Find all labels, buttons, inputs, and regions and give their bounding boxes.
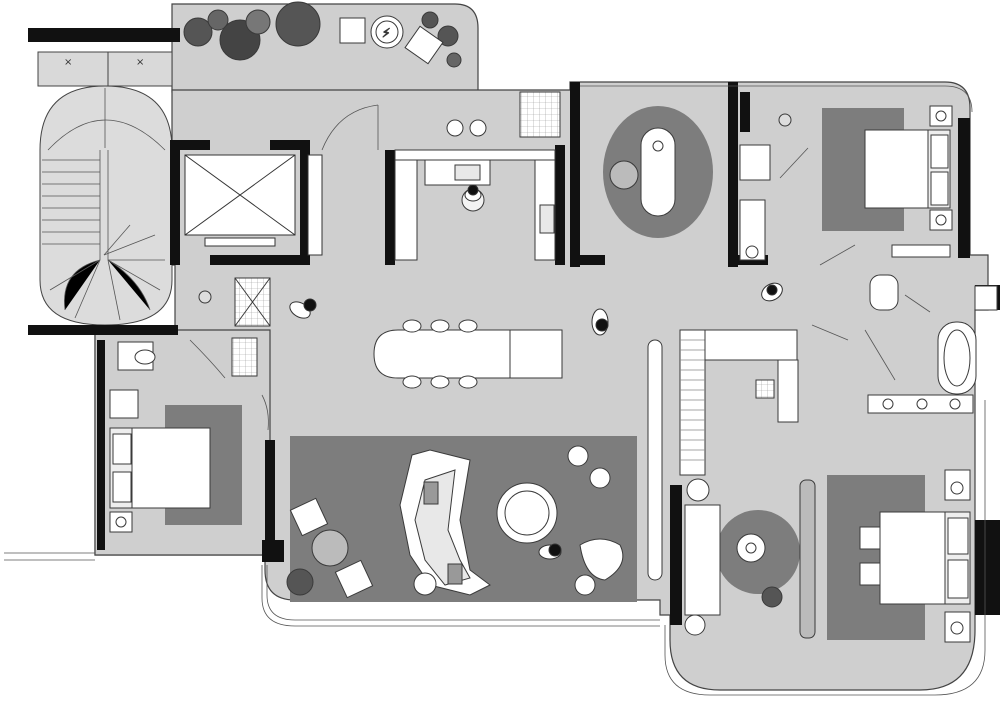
kitchen bbox=[394, 91, 561, 261]
plant-icon bbox=[446, 52, 462, 68]
bedroom-left bbox=[109, 277, 271, 533]
person-icon bbox=[538, 543, 562, 560]
plant-icon bbox=[421, 11, 439, 29]
people bbox=[289, 184, 783, 560]
elevator bbox=[184, 154, 323, 256]
cross-icon: × bbox=[136, 57, 144, 68]
person-icon bbox=[464, 184, 482, 202]
plant-icon bbox=[207, 9, 229, 31]
plant-icon bbox=[183, 17, 213, 47]
plant-icon bbox=[275, 1, 321, 47]
lightning-icon: ⚡ bbox=[382, 26, 390, 40]
stairwell: × × bbox=[37, 51, 173, 326]
plant-icon bbox=[286, 568, 314, 596]
terrace-furniture: ⚡ bbox=[183, 1, 462, 68]
window-frames bbox=[4, 85, 986, 696]
plant-icon bbox=[437, 25, 459, 47]
dining-table bbox=[609, 127, 676, 217]
plant-icon bbox=[245, 9, 271, 35]
person-icon bbox=[591, 308, 609, 336]
living-room-furniture bbox=[286, 445, 624, 599]
door-swings bbox=[189, 104, 931, 431]
person-icon bbox=[289, 298, 317, 319]
bedroom-bottom-right bbox=[684, 469, 971, 643]
master-bedroom bbox=[739, 105, 998, 414]
person-icon bbox=[761, 282, 783, 302]
dining-island bbox=[373, 319, 563, 389]
walk-in-closet bbox=[647, 329, 799, 581]
cross-icon: × bbox=[64, 57, 72, 68]
